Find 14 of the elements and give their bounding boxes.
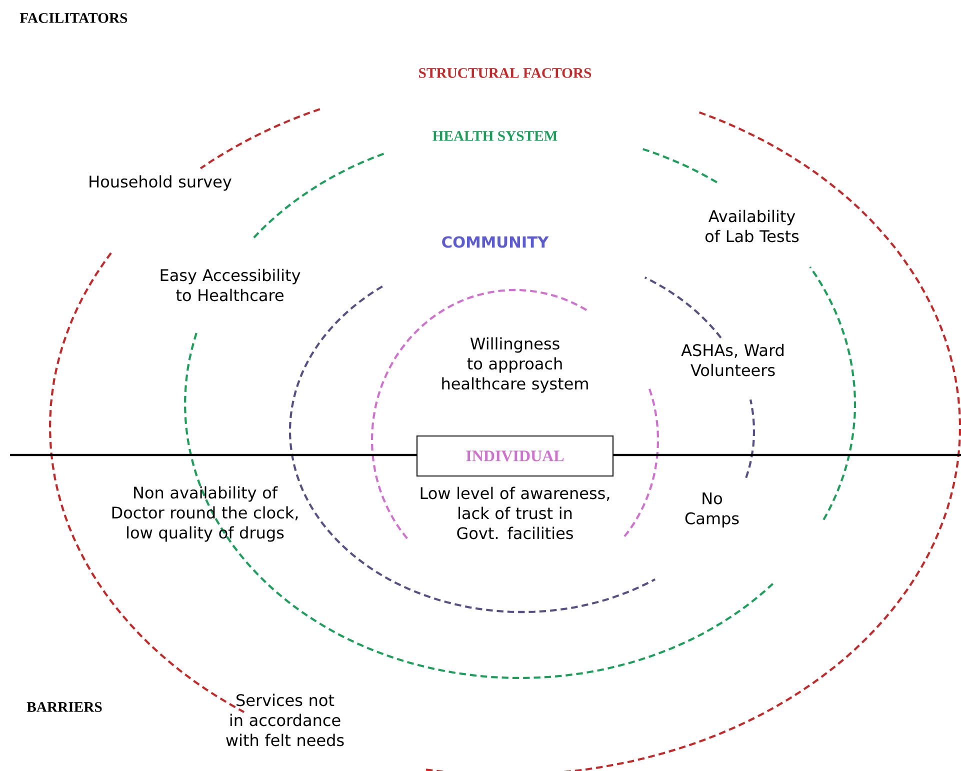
factor-text: Availability of Lab Tests [705, 210, 799, 242]
section-heading: COMMUNITY [442, 236, 549, 248]
factor-text: ASHAs, Ward Volunteers [681, 344, 784, 376]
section-heading: STRUCTURAL FACTORS [419, 68, 592, 78]
factor-text: Services not in accordance with felt needs [226, 694, 344, 746]
factor-text: No Camps [685, 492, 739, 528]
level-box: INDIVIDUAL [416, 435, 614, 477]
section-heading: HEALTH SYSTEM [432, 131, 558, 141]
factor-text: Willingness to approach healthcare system [442, 337, 588, 393]
section-heading: FACILITATORS [20, 13, 128, 23]
section-heading: BARRIERS [26, 702, 102, 712]
factor-text: Easy Accessibility to Healthcare [160, 268, 300, 302]
factor-text: Non availability of Doctor round the clock, low quality of drugs [112, 486, 298, 542]
factor-text: Household survey [90, 175, 232, 191]
